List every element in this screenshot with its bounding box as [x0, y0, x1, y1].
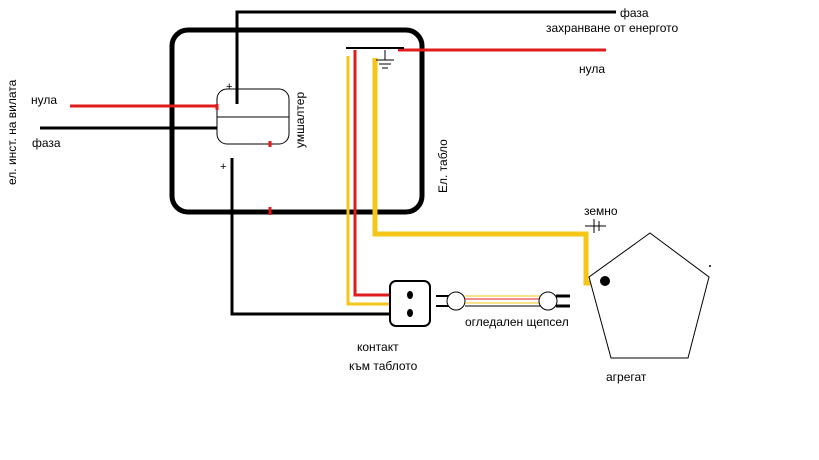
- label-neutral-left: нула: [31, 93, 57, 107]
- ground-icon: [376, 50, 394, 69]
- label-mirror-plug: огледален щепсел: [465, 315, 569, 329]
- label-socket-line1: контакт: [357, 340, 399, 354]
- label-socket-line2: към таблото: [349, 359, 418, 373]
- generator-shape: [588, 232, 710, 359]
- label-utility-supply: захранване от енергото: [546, 21, 678, 35]
- socket-pin-bottom: [407, 309, 413, 317]
- phase-top-wire: [235, 10, 616, 104]
- panel-box: [169, 27, 425, 215]
- neutral-socket-wire: [353, 50, 413, 297]
- label-generator: агрегат: [606, 370, 647, 384]
- mirror-plug-cable: [436, 291, 570, 311]
- panel-socket: [389, 280, 431, 327]
- earth-ground-icon: [585, 219, 606, 233]
- label-plus-bottom: +: [220, 161, 226, 173]
- label-phase-top: фаза: [620, 6, 649, 20]
- label-panel: Ел. табло: [436, 139, 450, 193]
- label-plus-top: +: [226, 81, 232, 93]
- label-switch: умшалтер: [293, 92, 307, 148]
- phase-socket-wire: [230, 158, 390, 316]
- label-phase-left: фаза: [32, 136, 61, 150]
- label-neutral-right: нула: [579, 62, 605, 76]
- socket-pin-top: [407, 291, 413, 299]
- yellow-socket-wire: [346, 56, 412, 306]
- generator-ground-wire: [372, 58, 604, 286]
- generator-dot: [709, 265, 711, 267]
- label-ground: земно: [584, 204, 618, 218]
- generator-ground-terminal: [600, 276, 610, 286]
- label-villa-installation: ел. инст. на вилата: [5, 79, 19, 185]
